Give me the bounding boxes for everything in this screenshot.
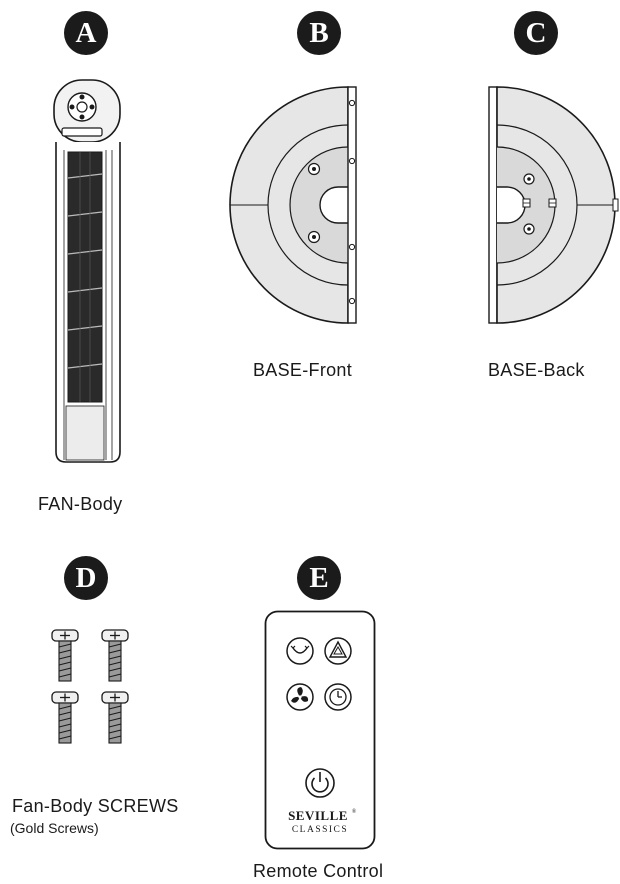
fan-body-illustration (53, 79, 121, 463)
remote-control-label: Remote Control (253, 861, 384, 881)
part-a-badge: A (64, 11, 108, 55)
remote-brand-logo: SEVILLE (288, 808, 348, 823)
part-c-badge: C (514, 11, 558, 55)
base-front-label: BASE-Front (253, 360, 353, 380)
screws-illustration (51, 629, 129, 744)
fan-mode-button-icon (286, 683, 314, 711)
part-e-badge: E (297, 556, 341, 600)
timer-button-icon (324, 683, 352, 711)
speed-button-icon (324, 637, 352, 665)
base-front-illustration (229, 86, 357, 324)
remote-brand-mark: ® (352, 808, 357, 815)
screws-label: Fan-Body SCREWS (12, 796, 179, 816)
base-back-label: BASE-Back (488, 360, 585, 380)
remote-control-illustration: SEVILLE ® CLASSICS (264, 610, 376, 850)
base-back-illustration (488, 86, 619, 324)
remote-brand-sub: CLASSICS (292, 825, 348, 835)
part-d-badge: D (64, 556, 108, 600)
oscillate-button-icon (286, 637, 314, 665)
fan-body-label: FAN-Body (38, 494, 123, 514)
part-b-badge: B (297, 11, 341, 55)
power-button-icon (305, 768, 335, 798)
screws-sublabel: (Gold Screws) (10, 820, 99, 836)
